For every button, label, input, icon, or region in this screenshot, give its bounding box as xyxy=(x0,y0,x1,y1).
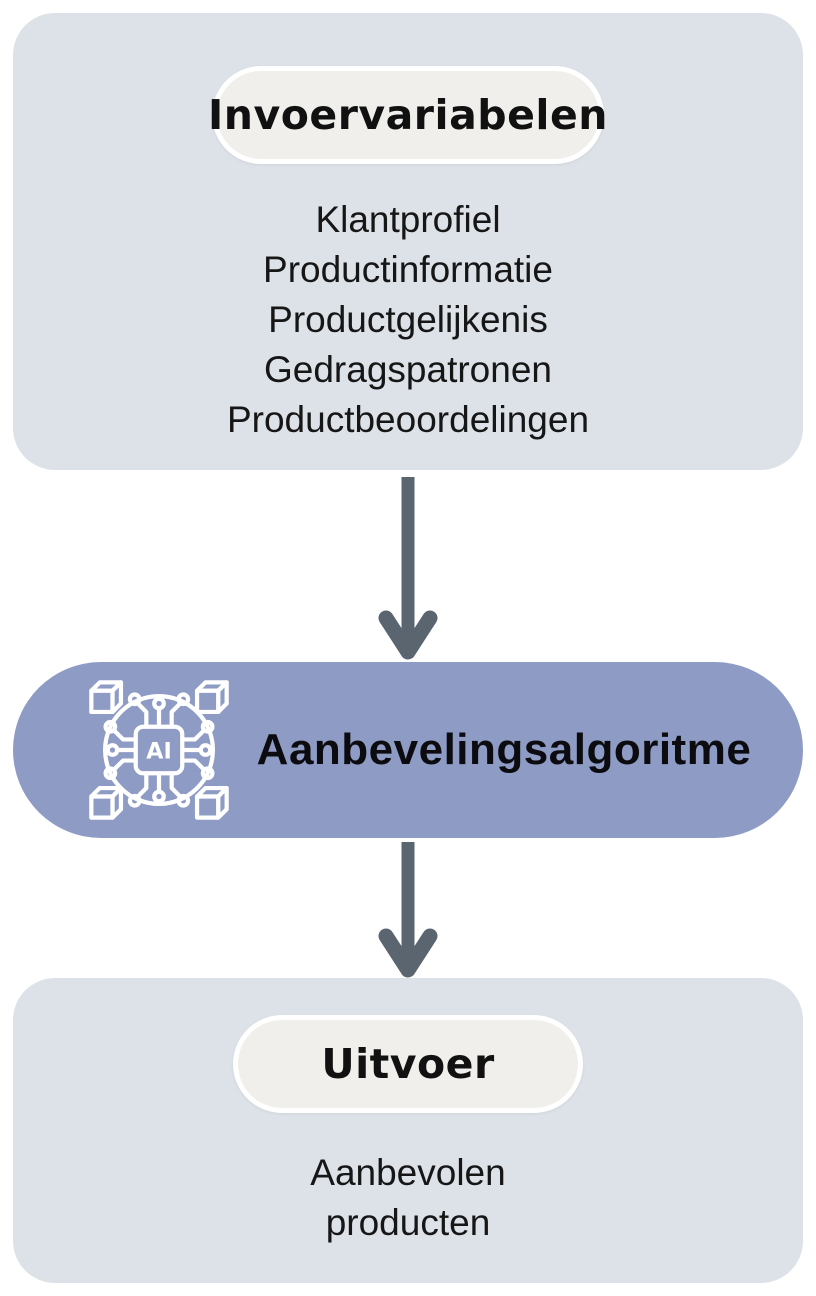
list-item: Productbeoordelingen xyxy=(226,399,590,440)
list-item: Gedragspatronen xyxy=(264,349,552,390)
algorithm-node: AI Aanbevelingsalgoritme xyxy=(13,662,803,838)
output-title: Uitvoer xyxy=(321,1040,495,1088)
output-box: Uitvoer Aanbevolen producten xyxy=(13,978,803,1283)
list-item: Productgelijkenis xyxy=(268,299,548,340)
input-variables-header-pill: Invoervariabelen xyxy=(208,66,607,164)
list-item: Productinformatie xyxy=(263,249,553,290)
down-arrow-icon xyxy=(378,842,438,978)
input-variables-box: Invoervariabelen Klantprofiel Productinf… xyxy=(13,13,803,470)
ai-chip-circuit-icon: AI xyxy=(85,676,233,824)
down-arrow-icon xyxy=(378,477,438,660)
output-line: producten xyxy=(325,1202,491,1243)
output-header-pill: Uitvoer xyxy=(233,1015,583,1113)
ai-chip-label: AI xyxy=(146,738,171,764)
list-item: Klantprofiel xyxy=(315,199,501,240)
output-text: Aanbevolen producten xyxy=(13,1148,803,1248)
algorithm-label: Aanbevelingsalgoritme xyxy=(256,725,752,774)
input-variables-title: Invoervariabelen xyxy=(208,91,608,139)
input-variables-list: Klantprofiel Productinformatie Productge… xyxy=(13,195,803,445)
output-line: Aanbevolen xyxy=(310,1152,506,1193)
